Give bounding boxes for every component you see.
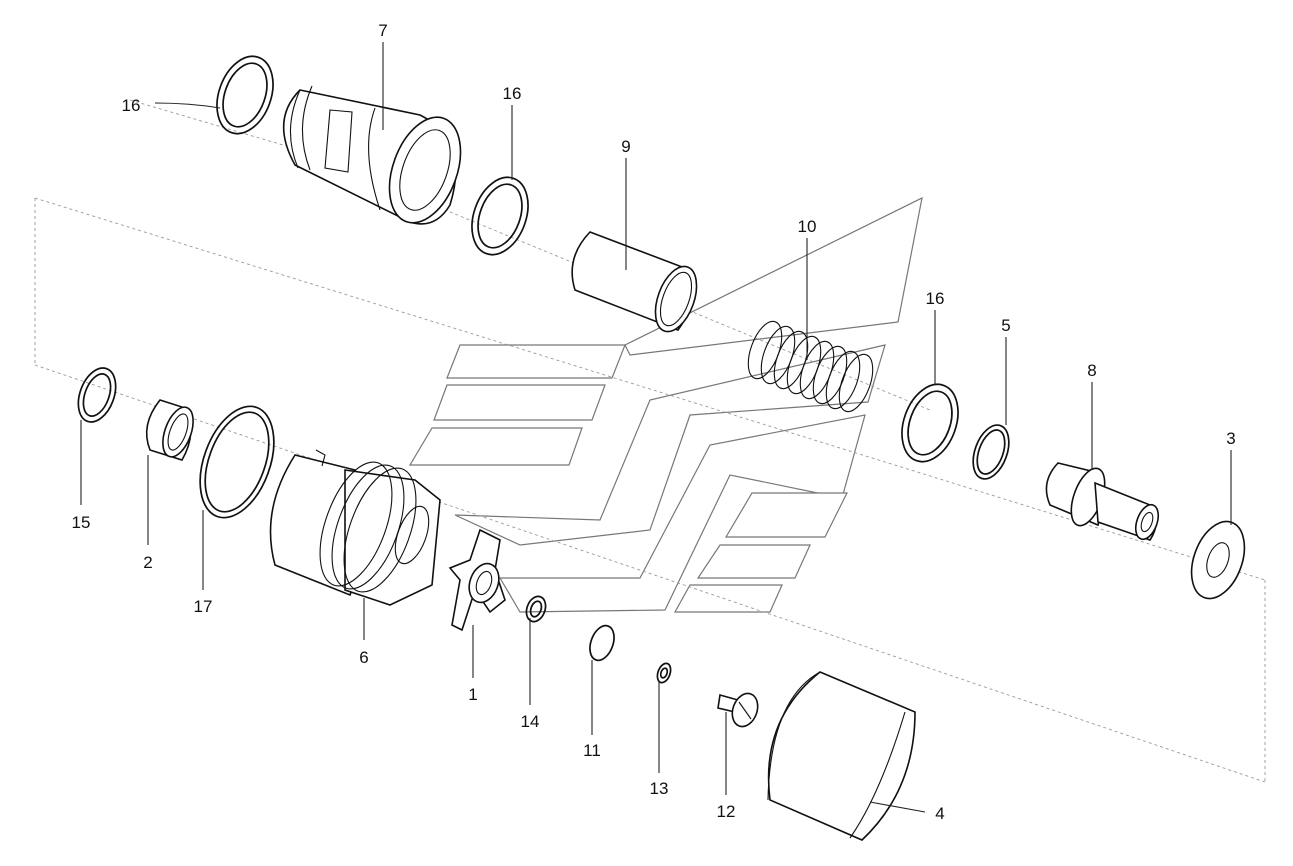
oring-15 [77, 367, 117, 423]
valve-stem-8 [1045, 462, 1160, 541]
label-part-14: 14 [521, 712, 540, 731]
washer-14 [525, 595, 547, 623]
flat-washer-3 [1190, 520, 1246, 600]
label-part-12: 12 [717, 802, 736, 821]
label-part-4: 4 [935, 804, 944, 823]
washer-5 [972, 424, 1010, 480]
snap-ring-11 [589, 624, 615, 662]
part-number-labels: 16 7 16 9 10 16 5 8 3 15 2 17 6 1 14 11 … [72, 21, 1236, 823]
label-part-10: 10 [798, 217, 817, 236]
label-part-8: 8 [1087, 361, 1096, 380]
label-part-16-top: 16 [122, 96, 141, 115]
oring-16-middle [471, 176, 529, 256]
label-part-15: 15 [72, 513, 91, 532]
wing-nut-1 [448, 528, 506, 632]
label-part-16-right: 16 [926, 289, 945, 308]
watermark-logo [408, 196, 923, 613]
washer-13 [656, 662, 672, 684]
sleeve-body-7 [282, 85, 462, 225]
oring-17 [199, 405, 275, 519]
label-part-7: 7 [378, 21, 387, 40]
label-part-11: 11 [583, 741, 601, 760]
assembly-axis-lines [34, 99, 1266, 783]
spring-10 [747, 320, 874, 413]
label-part-5: 5 [1001, 316, 1010, 335]
oring-16-top [216, 55, 274, 135]
label-part-17: 17 [194, 597, 213, 616]
housing-6 [269, 449, 441, 606]
label-part-3: 3 [1226, 429, 1235, 448]
label-part-9: 9 [621, 137, 630, 156]
bushing-9 [571, 231, 698, 333]
screw-12 [717, 692, 759, 728]
label-part-6: 6 [359, 648, 368, 667]
label-part-2: 2 [143, 553, 152, 572]
leader-lines [80, 42, 1232, 813]
label-part-1: 1 [468, 685, 477, 704]
ring-2 [145, 399, 194, 461]
cap-4 [767, 671, 916, 841]
label-part-16-middle: 16 [503, 84, 522, 103]
oring-16-right [901, 383, 959, 463]
label-part-13: 13 [650, 779, 669, 798]
